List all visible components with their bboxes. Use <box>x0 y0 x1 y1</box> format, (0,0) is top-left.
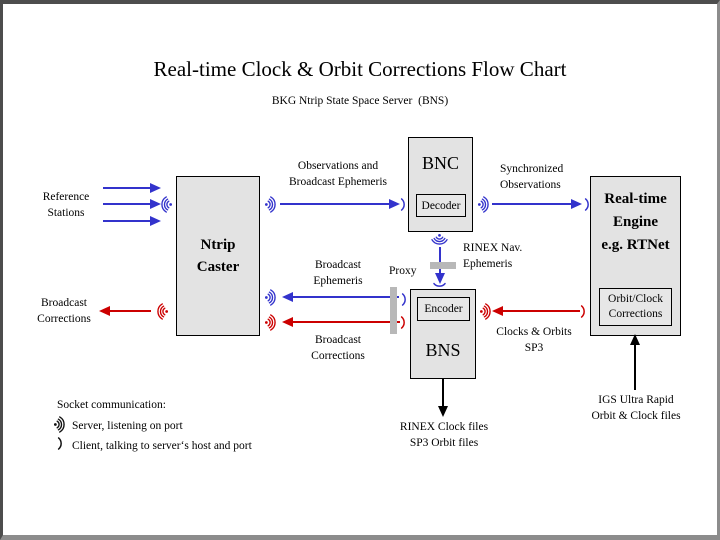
socket-server-icon <box>264 289 277 306</box>
realtime-engine-box: Real-time Engine e.g. RTNet Orbit/Clock … <box>590 176 681 336</box>
rinex-nav-line <box>439 247 441 273</box>
broadcast-corr-line <box>293 321 400 323</box>
legend-server-label: Server, listening on port <box>72 420 183 432</box>
broadcast-eph-arrowhead <box>282 292 293 302</box>
ref-arrow-line-2 <box>103 203 150 205</box>
broadcast-eph-line <box>293 296 399 298</box>
bc-left-line <box>110 310 151 312</box>
socket-server-icon <box>53 416 66 433</box>
orbit-clock-corrections-box: Orbit/Clock Corrections <box>599 288 672 326</box>
socket-server-icon <box>264 196 277 213</box>
ntrip-caster-label: Ntrip Caster <box>196 237 240 275</box>
rinex-nav-arrowhead <box>435 273 445 284</box>
broadcast-ephemeris-label: Broadcast Ephemeris <box>313 259 363 287</box>
sync-obs-arrowhead <box>571 199 582 209</box>
legend-heading: Socket communication: <box>57 399 166 411</box>
ref-arrow-head-3 <box>150 216 161 226</box>
bns-box: Encoder BNS <box>410 289 476 379</box>
socket-server-icon <box>156 303 169 320</box>
bns-output-arrowhead <box>438 406 448 417</box>
socket-server-icon <box>264 314 277 331</box>
obs-eph-line <box>280 203 389 205</box>
ntrip-caster-box: Ntrip Caster <box>176 176 260 336</box>
page-title: Real-time Clock & Orbit Corrections Flow… <box>153 57 567 81</box>
igs-input-line <box>634 345 636 390</box>
socket-client-icon <box>401 291 408 308</box>
proxy-bar-horizontal <box>430 262 456 269</box>
bnc-box: BNC Decoder <box>408 137 473 232</box>
socket-client-icon <box>57 435 64 452</box>
realtime-engine-label: Real-time Engine e.g. RTNet <box>601 191 670 253</box>
ref-arrow-line-3 <box>103 220 150 222</box>
clocks-orbits-arrowhead <box>492 306 503 316</box>
broadcast-corrections-left-label: Broadcast Corrections <box>37 297 91 325</box>
socket-client-icon <box>400 314 407 331</box>
ref-arrow-head-1 <box>150 183 161 193</box>
socket-client-icon <box>431 282 448 289</box>
obs-eph-arrowhead <box>389 199 400 209</box>
socket-client-icon <box>400 196 407 213</box>
bc-left-arrowhead <box>99 306 110 316</box>
proxy-label: Proxy <box>389 265 417 277</box>
ref-arrow-line-1 <box>103 187 150 189</box>
decoder-box: Decoder <box>416 194 466 217</box>
reference-stations-label: Reference Stations <box>42 191 90 219</box>
clocks-orbits-sp3-label: Clocks & Orbits SP3 <box>496 326 572 354</box>
socket-client-icon <box>580 303 587 320</box>
rinex-clock-files-label: RINEX Clock files SP3 Orbit files <box>399 421 489 449</box>
observations-broadcast-ephemeris-label: Observations and Broadcast Ephemeris <box>288 160 388 188</box>
broadcast-corr-arrowhead <box>282 317 293 327</box>
socket-server-icon <box>479 303 492 320</box>
proxy-bar-vertical <box>390 287 397 334</box>
socket-server-icon <box>477 196 490 213</box>
page-subtitle: BKG Ntrip State Space Server (BNS) <box>271 95 449 107</box>
bns-output-line <box>442 379 444 407</box>
igs-input-arrowhead <box>630 334 640 345</box>
encoder-box: Encoder <box>417 297 470 321</box>
bnc-label: BNC <box>421 153 459 173</box>
rinex-nav-ephemeris-label: RINEX Nav. Ephemeris <box>463 242 523 270</box>
socket-server-icon <box>431 233 448 246</box>
socket-client-icon <box>584 196 591 213</box>
broadcast-corrections-mid-label: Broadcast Corrections <box>311 334 365 362</box>
bns-label: BNS <box>425 340 461 360</box>
socket-server-icon <box>160 196 173 213</box>
igs-ultra-rapid-label: IGS Ultra Rapid Orbit & Clock files <box>591 394 681 422</box>
sync-obs-line <box>492 203 571 205</box>
legend-client-label: Client, talking to server‘s host and por… <box>72 440 252 452</box>
clocks-orbits-line <box>503 310 580 312</box>
synchronized-observations-label: Synchronized Observations <box>500 163 564 191</box>
ref-arrow-head-2 <box>150 199 161 209</box>
